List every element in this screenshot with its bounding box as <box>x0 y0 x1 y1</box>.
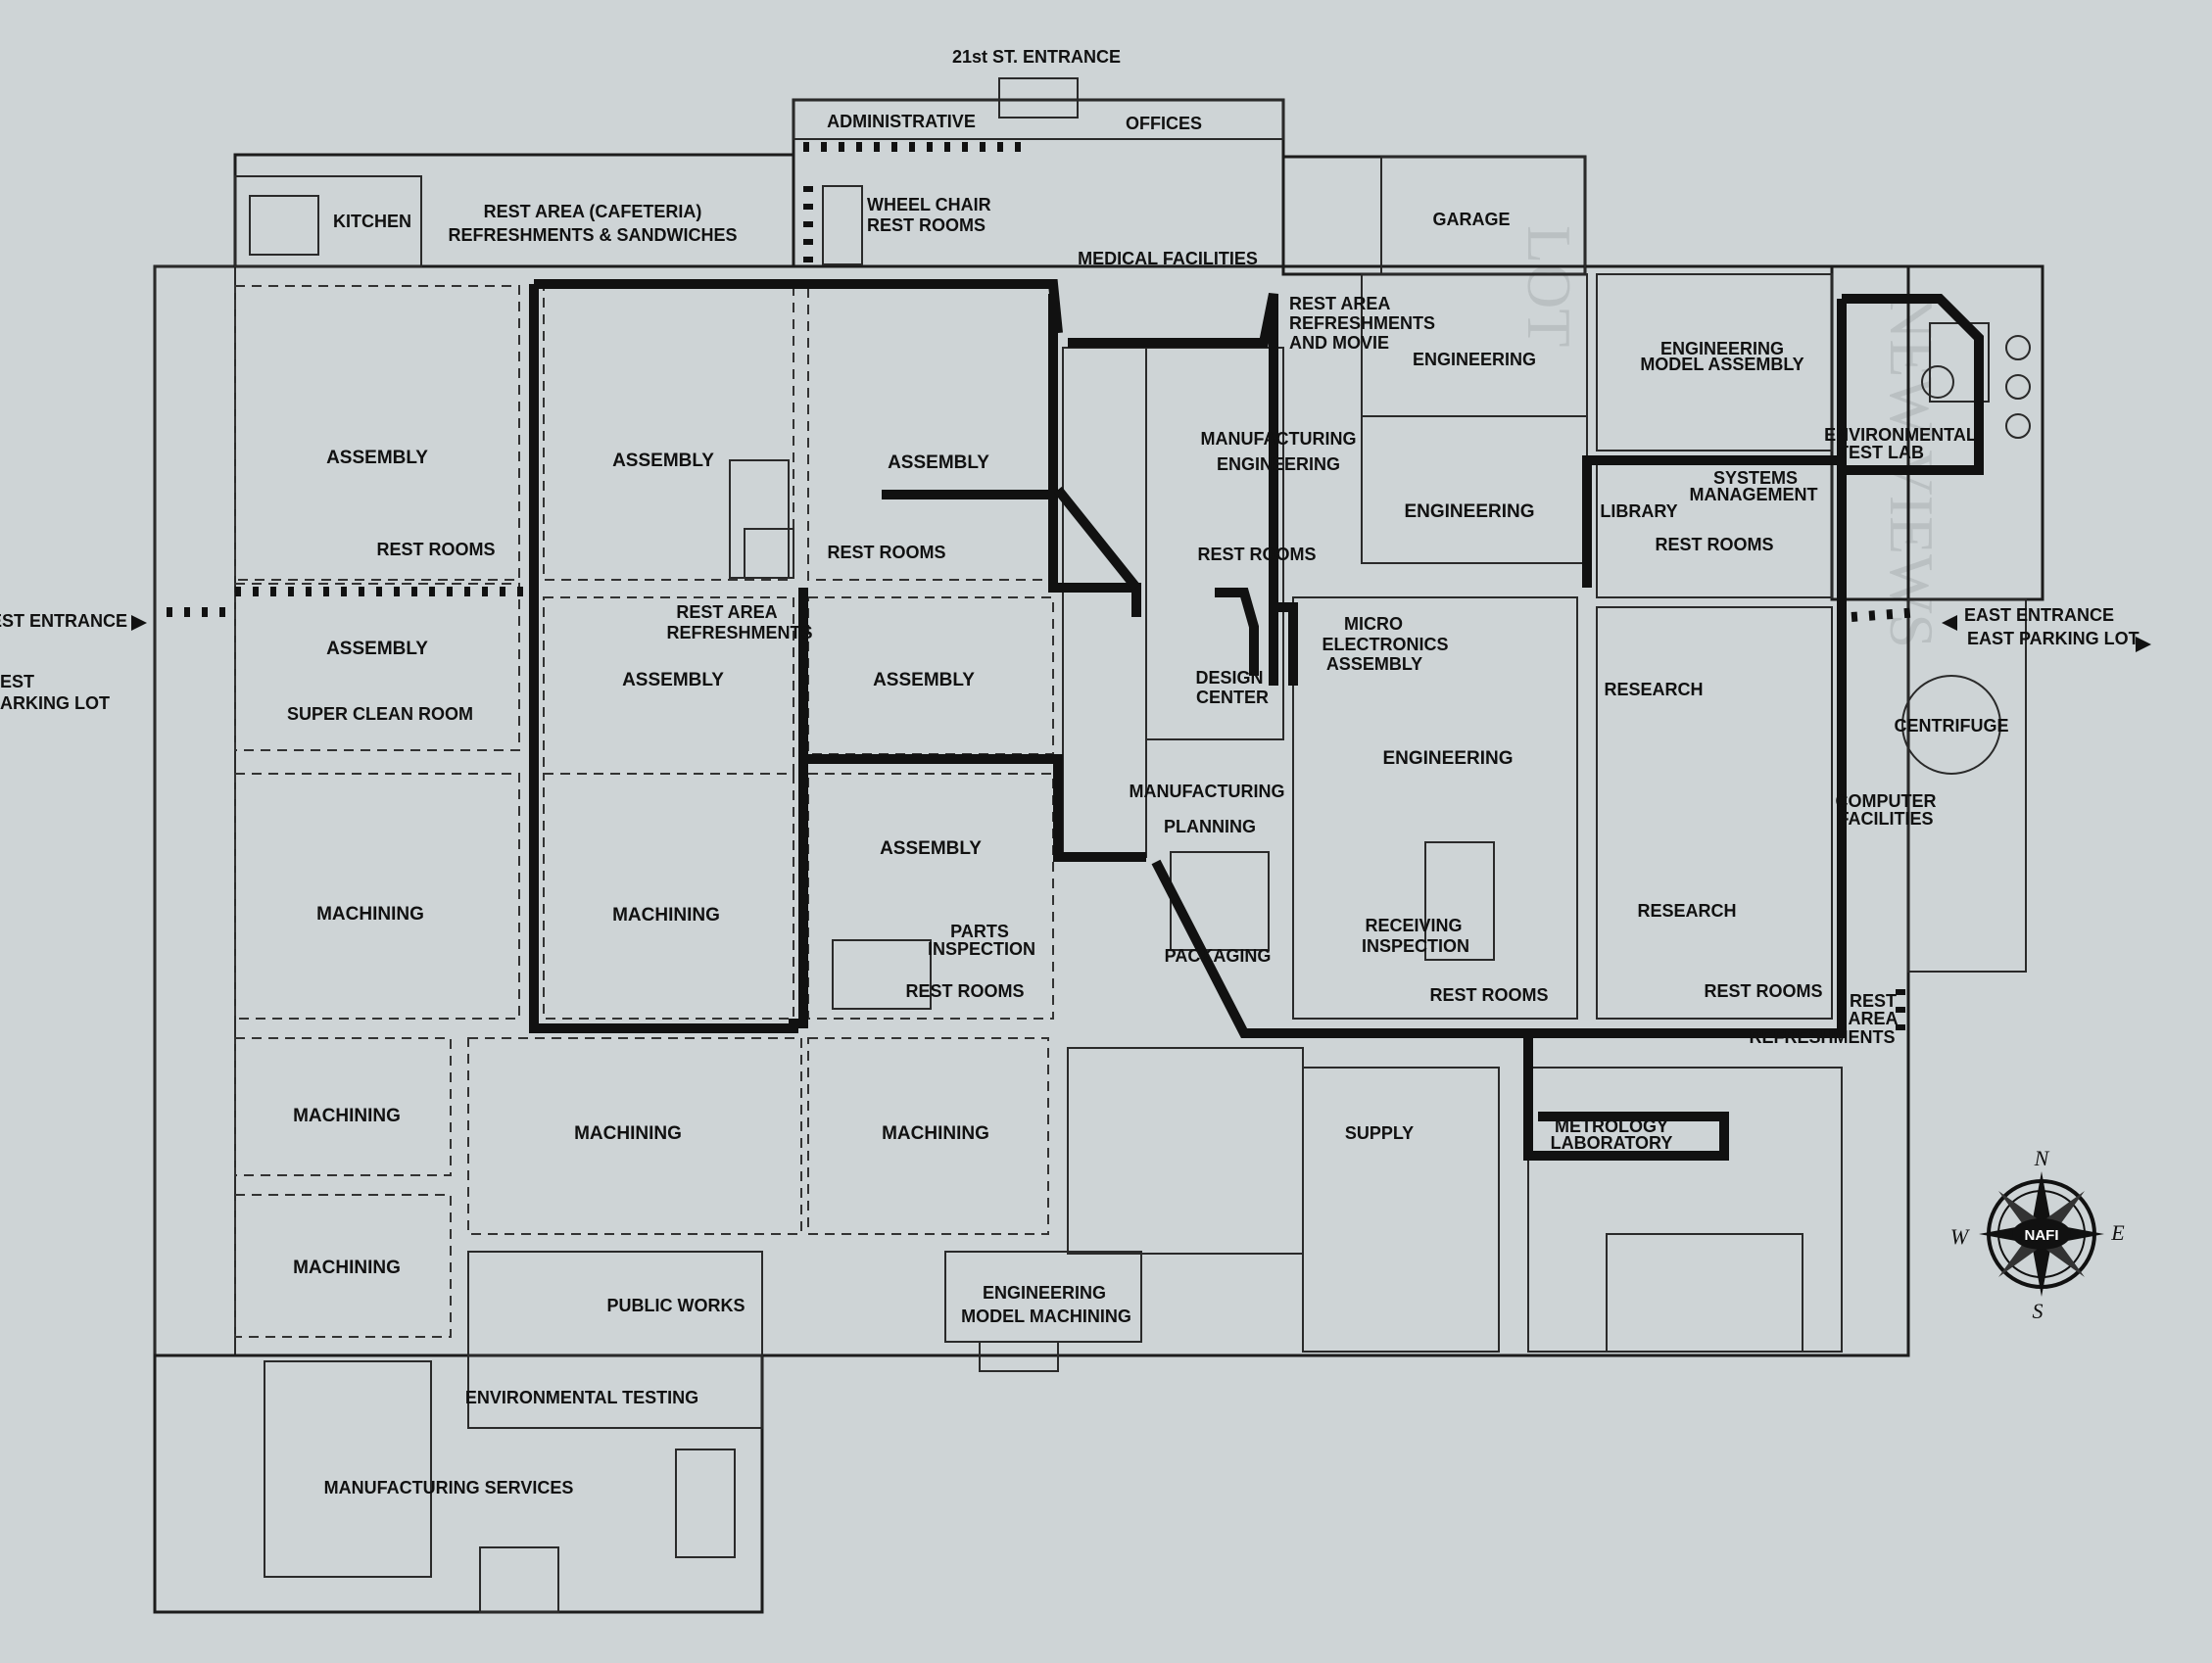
label-machining-3: MACHINING <box>293 1106 401 1126</box>
label-assembly-4: ASSEMBLY <box>326 639 428 659</box>
label-parts: PARTS <box>950 922 1009 941</box>
label-rest-rooms-5: REST ROOMS <box>905 981 1024 1001</box>
label-west-entrance: EST ENTRANCE <box>0 611 127 631</box>
label-assembly-7: ASSEMBLY <box>880 838 982 859</box>
label-parts-inspection: INSPECTION <box>928 939 1035 959</box>
label-test-lab: TEST LAB <box>1838 443 1924 462</box>
label-garage: GARAGE <box>1432 210 1510 229</box>
label-offices: OFFICES <box>1126 114 1202 133</box>
entrance-arrows <box>131 615 2151 652</box>
label-assembly-3: ASSEMBLY <box>888 452 989 473</box>
label-wheel-chair: WHEEL CHAIR <box>867 195 991 214</box>
label-environmental-testing: ENVIRONMENTAL TESTING <box>465 1388 698 1407</box>
label-machining-4: MACHINING <box>574 1123 682 1144</box>
label-electronics: ELECTRONICS <box>1322 635 1448 654</box>
label-rest-rooms-6: REST ROOMS <box>1429 985 1548 1005</box>
label-machining-5: MACHINING <box>882 1123 989 1144</box>
label-mfg-engineering: ENGINEERING <box>1217 454 1340 474</box>
label-manufacturing-engineering: MANUFACTURING <box>1201 429 1357 449</box>
label-refreshments-center: REFRESHMENTS <box>666 623 812 642</box>
label-micro-assembly: ASSEMBLY <box>1326 654 1422 674</box>
label-public-works: PUBLIC WORKS <box>607 1296 745 1315</box>
label-wheel-chair-rest-rooms: REST ROOMS <box>867 215 986 235</box>
label-area-se: AREA <box>1848 1009 1898 1028</box>
label-rest-rooms-3: REST ROOMS <box>1197 545 1316 564</box>
label-model-machining: MODEL MACHINING <box>961 1307 1131 1326</box>
label-administrative: ADMINISTRATIVE <box>827 112 976 131</box>
label-21st-entrance: 21st ST. ENTRANCE <box>952 47 1121 67</box>
label-manufacturing-services: MANUFACTURING SERVICES <box>324 1478 574 1497</box>
label-planning: PLANNING <box>1164 817 1256 836</box>
label-research-1: RESEARCH <box>1604 680 1703 699</box>
label-model-assembly: MODEL ASSEMBLY <box>1640 355 1803 374</box>
tour-route <box>167 142 1984 1161</box>
label-metrology-laboratory: LABORATORY <box>1551 1133 1673 1153</box>
label-assembly-2: ASSEMBLY <box>612 451 714 471</box>
label-micro: MICRO <box>1344 614 1403 634</box>
label-engineering-top: ENGINEERING <box>1413 350 1536 369</box>
label-machining-2: MACHINING <box>612 905 720 926</box>
label-design-center: CENTER <box>1196 688 1269 707</box>
label-systems: SYSTEMS <box>1713 468 1798 488</box>
label-west-parking-lot: ARKING LOT <box>0 693 110 713</box>
label-assembly-1: ASSEMBLY <box>326 448 428 468</box>
label-receiving-inspection: INSPECTION <box>1362 936 1469 956</box>
label-machining-6: MACHINING <box>293 1258 401 1278</box>
label-management: MANAGEMENT <box>1690 485 1818 504</box>
label-refreshments-movie: REFRESHMENTS <box>1289 313 1435 333</box>
label-rest-se: REST <box>1850 991 1897 1011</box>
label-receiving: RECEIVING <box>1365 916 1462 935</box>
label-library: LIBRARY <box>1600 501 1677 521</box>
label-metrology: METROLOGY <box>1555 1117 1668 1136</box>
label-rest-rooms-4: REST ROOMS <box>1655 535 1773 554</box>
label-rest-area-movie: REST AREA <box>1289 294 1390 313</box>
building-walls <box>153 77 2044 1614</box>
label-rest-rooms-7: REST ROOMS <box>1704 981 1822 1001</box>
label-machining-1: MACHINING <box>316 904 424 925</box>
label-refreshments-sandwiches: REFRESHMENTS & SANDWICHES <box>448 225 737 245</box>
compass-e: E <box>2110 1220 2125 1245</box>
label-kitchen: KITCHEN <box>333 212 411 231</box>
label-engineering-low: ENGINEERING <box>1382 748 1513 769</box>
label-rest-rooms-2: REST ROOMS <box>827 543 945 562</box>
label-and-movie: AND MOVIE <box>1289 333 1389 353</box>
room-labels: 21st ST. ENTRANCE ADMINISTRATIVE OFFICES… <box>0 47 2140 1497</box>
label-research-2: RESEARCH <box>1637 901 1736 921</box>
label-design: DESIGN <box>1195 668 1263 688</box>
label-medical-facilities: MEDICAL FACILITIES <box>1078 249 1258 268</box>
label-manufacturing-planning: MANUFACTURING <box>1130 782 1285 801</box>
compass-n: N <box>2034 1146 2050 1170</box>
label-engineering-mid: ENGINEERING <box>1404 501 1534 522</box>
label-super-clean-room: SUPER CLEAN ROOM <box>287 704 473 724</box>
label-supply: SUPPLY <box>1345 1123 1414 1143</box>
label-east-entrance: EAST ENTRANCE <box>1964 605 2114 625</box>
compass-w: W <box>1950 1224 1970 1249</box>
label-assembly-6: ASSEMBLY <box>873 670 975 690</box>
label-environmental: ENVIRONMENTAL <box>1824 425 1977 445</box>
label-packaging: PACKAGING <box>1165 946 1272 966</box>
label-rest-rooms-1: REST ROOMS <box>376 540 495 559</box>
label-rest-area-cafeteria: REST AREA (CAFETERIA) <box>484 202 702 221</box>
label-centrifuge: CENTRIFUGE <box>1895 716 2009 736</box>
label-computer-facilities: FACILITIES <box>1838 809 1933 829</box>
label-refreshments-se: REFRESHMENTS <box>1749 1027 1895 1047</box>
compass-s: S <box>2033 1299 2044 1323</box>
label-west-parking: EST <box>0 672 34 691</box>
label-east-parking-lot: EAST PARKING LOT <box>1967 629 2140 648</box>
compass-rose: NAFI N S W E <box>1950 1146 2125 1323</box>
label-computer: COMPUTER <box>1836 791 1937 811</box>
compass-badge: NAFI <box>2025 1227 2059 1244</box>
label-rest-area-refreshments: REST AREA <box>676 602 777 622</box>
svg-text:LOT: LOT <box>1515 225 1584 347</box>
label-engineering-model-machining: ENGINEERING <box>983 1283 1106 1303</box>
label-engineering-model-assembly: ENGINEERING <box>1660 339 1784 358</box>
label-assembly-5: ASSEMBLY <box>622 670 724 690</box>
